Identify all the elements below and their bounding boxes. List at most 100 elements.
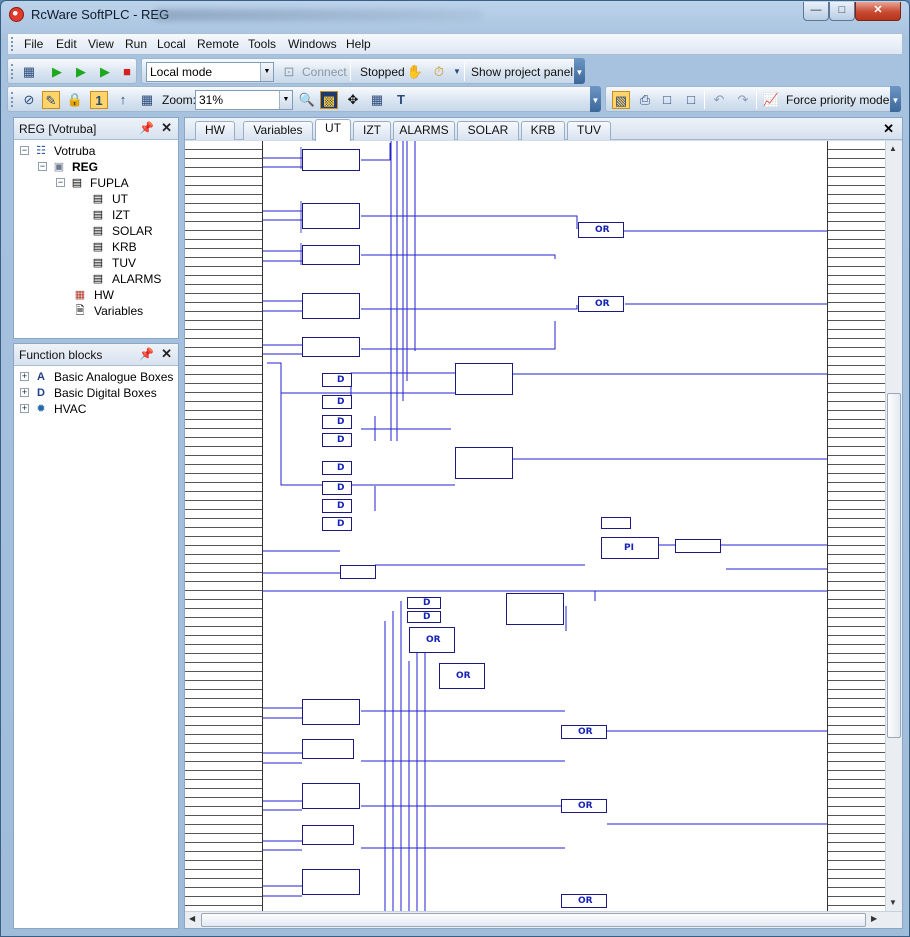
menu-view[interactable]: View [88,37,114,51]
tree-item-hvac[interactable]: + ✹ HVAC [20,402,87,416]
tab-solar[interactable]: SOLAR [457,121,519,140]
hand-icon[interactable]: ✋ [406,64,424,79]
tab-variables[interactable]: Variables [243,121,313,140]
search-icon[interactable]: 🔍 [298,92,316,107]
tab-tuv[interactable]: TUV [567,121,611,140]
tree-item-ut[interactable]: ▤ UT [90,191,170,207]
pi-controller-block[interactable]: PI [601,537,659,559]
fit-page-icon[interactable]: ▦ [140,92,154,107]
lock-icon[interactable]: 🔒 [66,92,84,107]
mode-select[interactable]: Local mode ▼ [146,62,274,82]
menu-windows[interactable]: Windows [288,37,337,51]
tab-ut[interactable]: UT [315,119,351,141]
menu-run[interactable]: Run [125,37,148,51]
run-cycle-icon[interactable]: ▶ [100,64,110,79]
horizontal-scroll-thumb[interactable] [201,913,866,927]
monitor-icon[interactable]: ▩ [320,91,338,109]
maximize-button[interactable]: □ [829,2,855,21]
delay-block[interactable]: D [322,415,352,429]
hysteresis-block[interactable] [302,337,360,357]
zoom-select[interactable]: 31% ▼ [195,90,293,110]
undo-icon[interactable]: ↶ [713,92,725,107]
tab-izt[interactable]: IZT [353,121,391,140]
toolbar-overflow-icon[interactable]: ▼ [574,58,585,84]
toolbar-overflow-icon[interactable]: ▼ [590,86,601,112]
delay-block[interactable]: D [322,517,352,531]
force-priority-mode-button[interactable]: Force priority mode [786,93,890,107]
io-module-icon[interactable]: ▧ [612,91,630,109]
connect-icon[interactable]: ⊡ [283,64,295,79]
tab-krb[interactable]: KRB [521,121,565,140]
vertical-scroll-thumb[interactable] [887,393,901,738]
close-document-icon[interactable]: ✕ [883,121,894,136]
hysteresis-block[interactable] [302,869,360,895]
tree-item-fupla[interactable]: − ▤ FUPLA [56,176,129,190]
or-block[interactable]: OR [561,799,607,813]
run-icon[interactable]: ▶ [52,64,62,79]
tree-item-reg[interactable]: − ▣ REG [38,160,99,174]
or-block[interactable]: OR [578,296,624,312]
hysteresis-block[interactable] [302,203,360,229]
step-run-icon[interactable]: ▶ [76,64,86,79]
vertical-scrollbar[interactable]: ▲ ▼ [885,141,902,911]
show-project-panel-button[interactable]: Show project panel [471,65,574,79]
delay-block[interactable]: D [322,395,352,409]
grid-icon[interactable]: ▦ [370,92,384,107]
connect-button[interactable]: Connect [302,65,347,79]
menu-local[interactable]: Local [157,37,186,51]
ramp-block[interactable] [340,565,376,579]
force-chart-icon[interactable]: 📈 [762,92,780,107]
tree-item-solar[interactable]: ▤ SOLAR [90,223,170,239]
pin-icon[interactable]: 📌 [139,121,154,135]
tree-item-izt[interactable]: ▤ IZT [90,207,170,223]
hysteresis-block[interactable] [302,245,360,265]
horizontal-scrollbar[interactable]: ◀ ▶ [185,911,902,928]
close-icon[interactable]: ✕ [161,120,172,135]
tree-item-digital[interactable]: + D Basic Digital Boxes [20,386,157,400]
redo-icon[interactable]: ↷ [737,92,749,107]
delay-block[interactable]: D [322,373,352,387]
or-block[interactable]: OR [578,222,624,238]
hysteresis-block[interactable] [302,699,360,725]
scroll-right-icon[interactable]: ▶ [871,914,878,923]
hysteresis-block[interactable] [302,739,354,759]
tab-hw[interactable]: HW [195,121,235,140]
level-up-icon[interactable]: ↑ [119,92,127,107]
fupla-canvas[interactable]: OR OR D D D D D D [185,141,885,911]
hysteresis-block[interactable] [302,783,360,809]
clock-icon[interactable]: ⏱ [433,64,445,79]
hysteresis-block[interactable] [302,149,360,171]
menu-remote[interactable]: Remote [197,37,240,51]
delay-block[interactable]: D [407,597,441,609]
or-block[interactable]: OR [409,627,455,653]
delay-block[interactable]: D [322,481,352,495]
level-button[interactable]: 1 [90,91,108,109]
export-icon[interactable]: □ [687,92,695,107]
hysteresis-block[interactable] [302,825,354,845]
print-icon[interactable]: ⎙ [639,92,651,107]
chevron-down-icon[interactable]: ▼ [453,67,461,76]
or-block[interactable]: OR [439,663,485,689]
menu-file[interactable]: File [24,37,44,51]
stop-icon[interactable]: ■ [123,64,131,79]
delay-block[interactable]: D [322,461,352,475]
collapse-icon[interactable]: − [56,177,65,187]
expand-icon[interactable]: + [20,387,29,397]
hvac-control-block[interactable] [506,593,564,625]
tree-item-krb[interactable]: ▤ KRB [90,239,170,255]
collapse-icon[interactable]: − [20,145,29,155]
tree-item-hw[interactable]: ▦ HW [72,287,162,303]
plc-config-icon[interactable]: ▦ [22,64,36,79]
hvac-control-block[interactable] [455,363,513,395]
scroll-up-icon[interactable]: ▲ [889,144,897,153]
tree-item-votruba[interactable]: − ☷ Votruba [20,144,96,158]
delay-block[interactable]: D [322,499,352,513]
actuator-block[interactable] [675,539,721,553]
delay-block[interactable]: D [322,433,352,447]
scroll-down-icon[interactable]: ▼ [889,898,897,907]
expand-icon[interactable]: + [20,371,29,381]
or-block[interactable]: OR [561,894,607,908]
collapse-icon[interactable]: − [38,161,47,171]
pulse-block[interactable] [601,517,631,529]
tree-item-tuv[interactable]: ▤ TUV [90,255,170,271]
